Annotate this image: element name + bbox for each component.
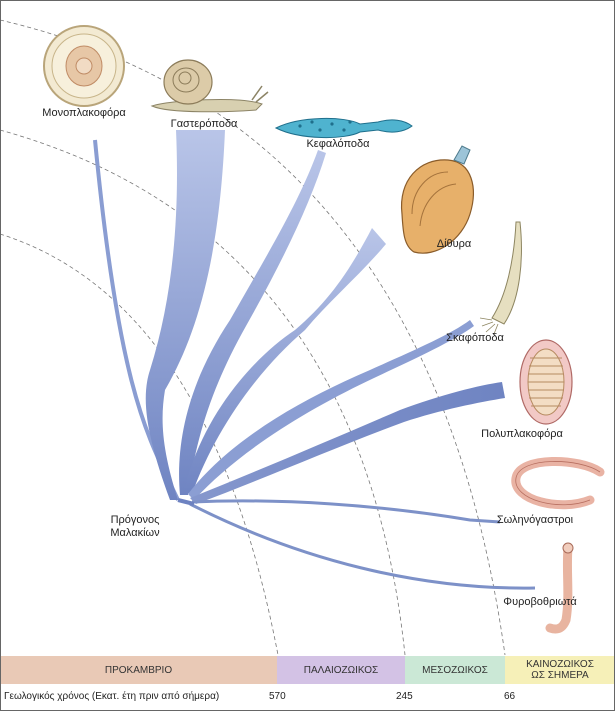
solenogastres-illustration (511, 456, 605, 510)
era-precambrian: ΠΡΟΚΑΜΒΡΙΟ (0, 656, 277, 684)
time-axis: Γεωλογικός χρόνος (Εκατ. έτη πριν από σή… (0, 687, 615, 707)
era-mesozoic: ΜΕΣΟΖΩΙΚΟΣ (405, 656, 505, 684)
era-paleozoic: ΠΑΛΑΙΟΖΩΙΚΟΣ (277, 656, 405, 684)
era-mesozoic-label: ΜΕΣΟΖΩΙΚΟΣ (422, 664, 488, 676)
branch-root (177, 498, 195, 506)
era-precambrian-label: ΠΡΟΚΑΜΒΡΙΟ (104, 664, 173, 676)
monoplacophora-illustration (43, 25, 125, 107)
polyplacophora-illustration (519, 339, 573, 425)
branch-scaphopoda (188, 320, 474, 500)
tick-66: 66 (504, 691, 516, 702)
branches (93, 130, 536, 590)
label-scaphopoda: Σκαφόποδα (446, 332, 504, 344)
tick-245: 245 (396, 691, 413, 702)
era-cenozoic-label-line1: ΚΑΙΝΟΖΩΙΚΟΣ (526, 659, 594, 670)
label-bivalvia: Δίθυρα (436, 238, 472, 250)
label-caudofoveata: Φυροβοθριωτά (503, 596, 577, 608)
era-paleozoic-label: ΠΑΛΑΙΟΖΩΙΚΟΣ (303, 664, 379, 676)
arc-570 (0, 233, 279, 656)
cephalopoda-illustration (274, 117, 413, 139)
branch-caudofoveata (189, 502, 536, 590)
ancestor-label-line1: Πρόγονος (110, 514, 160, 526)
label-polyplacophora: Πολυπλακοφόρα (481, 428, 563, 440)
scaphopoda-illustration (479, 221, 522, 335)
bivalvia-illustration (400, 145, 474, 254)
branch-gastropoda (145, 130, 225, 500)
label-solenogastres: Σωληνόγαστροι (496, 514, 574, 526)
tick-570: 570 (269, 691, 286, 702)
ancestor-label-line2: Μαλακίων (110, 527, 160, 539)
label-monoplacophora: Μονοπλακοφόρα (42, 107, 126, 119)
era-cenozoic: ΚΑΙΝΟΖΩΙΚΟΣ ΩΣ ΣΗΜΕΡΑ (505, 656, 615, 684)
time-axis-label: Γεωλογικός χρόνος (Εκατ. έτη πριν από σή… (4, 691, 220, 702)
branch-polyplacophora (190, 382, 505, 504)
era-cenozoic-label-line2: ΩΣ ΣΗΜΕΡΑ (531, 670, 589, 681)
arc-66 (0, 19, 506, 656)
gastropoda-illustration (150, 59, 269, 113)
label-cephalopoda: Κεφαλόποδα (306, 138, 370, 150)
label-gastropoda: Γαστερόποδα (170, 118, 238, 130)
branch-cephalopoda (179, 150, 326, 495)
branch-solenogastres (191, 499, 501, 524)
branch-bivalvia (184, 228, 386, 494)
caudofoveata-illustration (545, 542, 574, 634)
ancestor-label: Πρόγονος Μαλακίων (110, 514, 159, 540)
